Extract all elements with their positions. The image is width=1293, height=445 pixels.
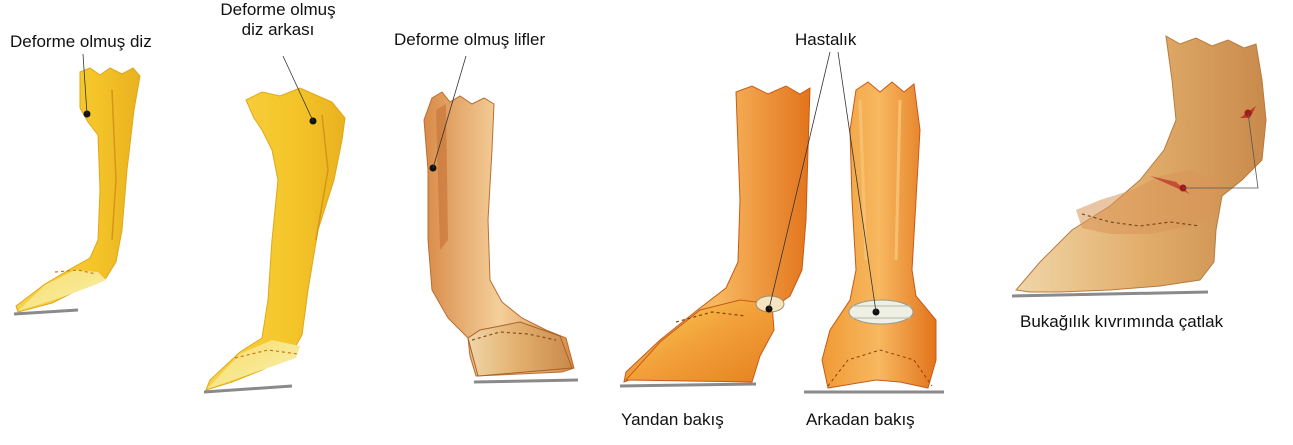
label-back-view: Arkadan bakış xyxy=(806,410,915,430)
leg-deformed-back-knee xyxy=(204,56,345,392)
label-deformed-back-knee: Deforme olmuş diz arkası xyxy=(208,0,348,40)
label-side-view: Yandan bakış xyxy=(621,410,724,430)
leg-pastern-crack xyxy=(1012,36,1266,296)
label-disease: Hastalık xyxy=(795,30,856,50)
label-deformed-back-knee-line2: diz arkası xyxy=(208,20,348,40)
label-deformed-fibers: Deforme olmuş lifler xyxy=(394,30,545,50)
label-deformed-back-knee-line1: Deforme olmuş xyxy=(208,0,348,20)
leg-deformed-knee xyxy=(14,54,140,314)
label-pastern-crack: Bukağılık kıvrımında çatlak xyxy=(1020,312,1223,332)
leg-back-view xyxy=(804,52,944,392)
leg-deformed-fibers xyxy=(424,56,578,382)
leg-side-view xyxy=(620,52,830,386)
label-deformed-knee: Deforme olmuş diz xyxy=(10,32,152,52)
